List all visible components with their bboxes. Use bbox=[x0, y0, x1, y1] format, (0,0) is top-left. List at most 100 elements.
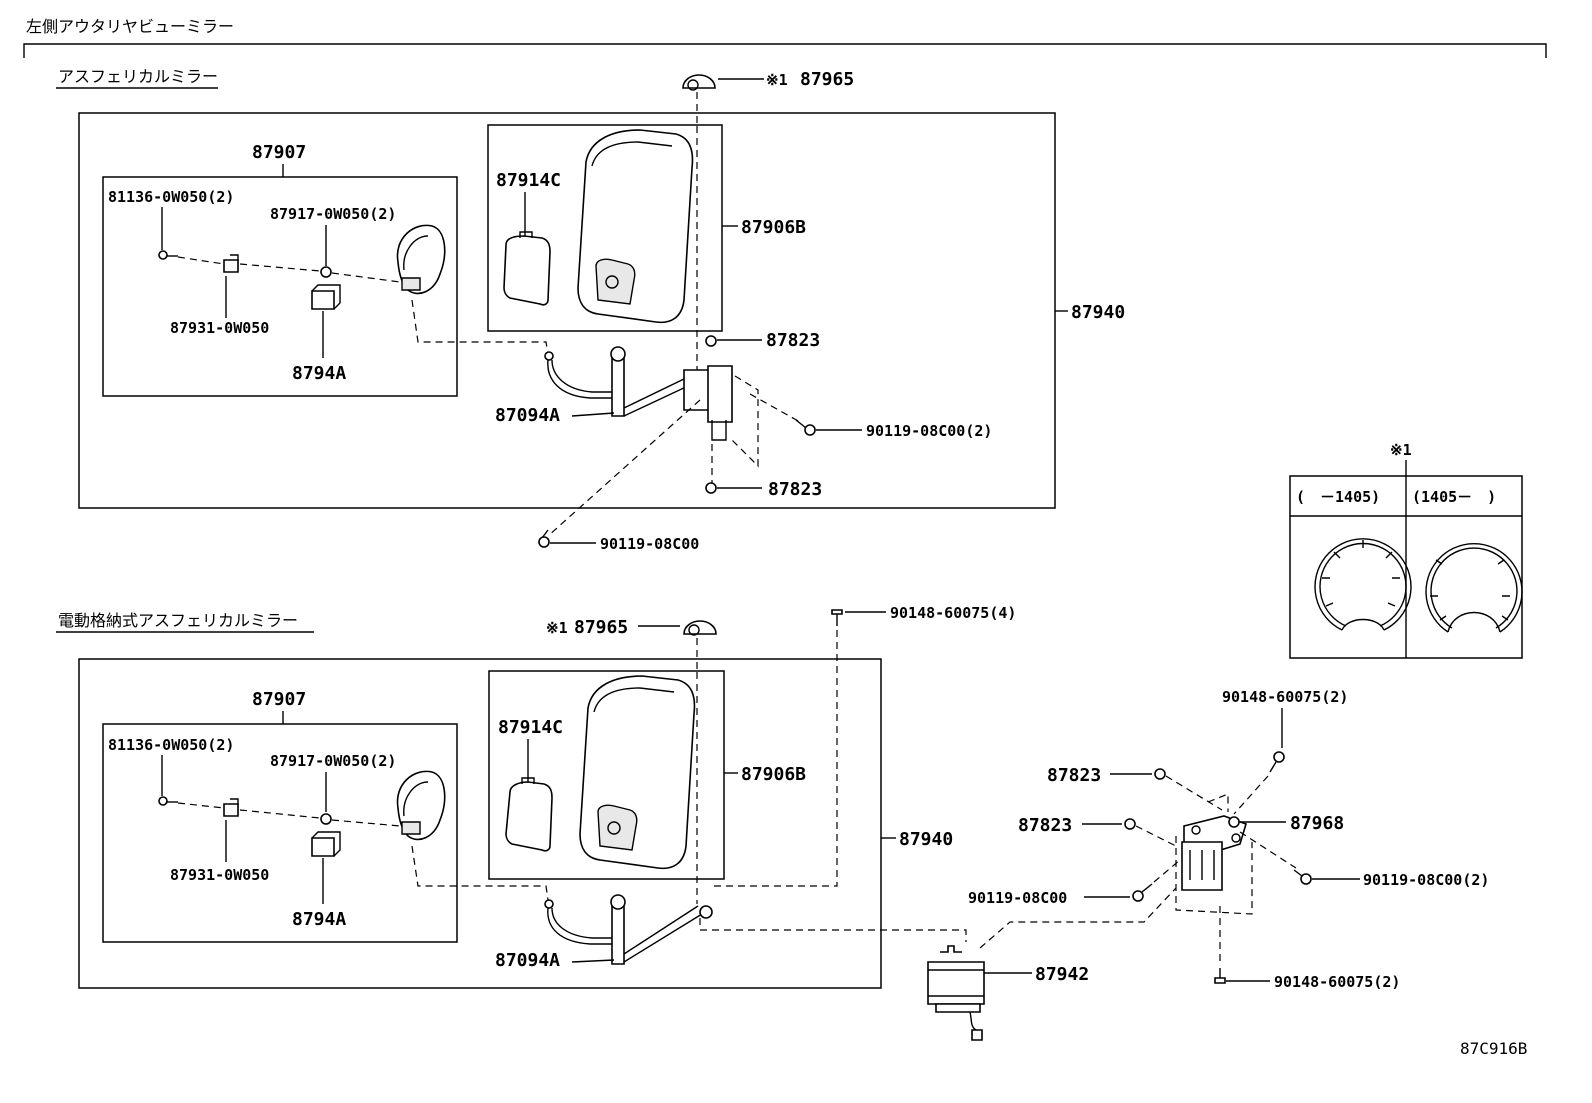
mirror-cap-mark: ※1 bbox=[546, 619, 568, 637]
part-label-assy[interactable]: 87940 bbox=[1071, 302, 1125, 323]
part-label-stay[interactable]: 87094A bbox=[495, 405, 560, 426]
small-mirror-part[interactable] bbox=[396, 224, 446, 295]
diagram-code: 87C916B bbox=[1460, 1039, 1527, 1058]
screw-part[interactable] bbox=[158, 796, 178, 806]
bracket-hole bbox=[1228, 816, 1240, 828]
small-bracket-part[interactable] bbox=[223, 798, 239, 817]
cover-part[interactable] bbox=[503, 231, 551, 306]
guide-line bbox=[411, 845, 549, 901]
retractor-group: 90148-60075(2) 87823 87823 87968 90119-0… bbox=[927, 688, 1489, 1041]
part-label-stay[interactable]: 87094A bbox=[495, 950, 560, 971]
section-aspherical: アスフェリカルミラー ※1 87965 87940 87907 81136-0W… bbox=[56, 67, 1125, 553]
bolt-right-part[interactable] bbox=[1293, 869, 1312, 885]
part-label-washer-top[interactable]: 87823 bbox=[766, 330, 820, 351]
mirror-frame bbox=[487, 124, 723, 332]
note-table: ※1 ( －1405) (1405－ ) bbox=[1289, 441, 1523, 659]
part-label-mirror-cap[interactable]: 87965 bbox=[574, 617, 628, 638]
part-label-bolt-right[interactable]: 90119-08C00(2) bbox=[1363, 871, 1489, 889]
part-label-subassy[interactable]: 87907 bbox=[252, 142, 306, 163]
nut-part[interactable] bbox=[320, 266, 332, 278]
washer-top-part[interactable] bbox=[705, 335, 717, 347]
part-label-bolt-left[interactable]: 90119-08C00 bbox=[968, 889, 1067, 907]
part-label-assy[interactable]: 87940 bbox=[899, 829, 953, 850]
bracket-part[interactable] bbox=[311, 284, 341, 310]
part-label-mirror-cap[interactable]: 87965 bbox=[800, 69, 854, 90]
washer-b-part[interactable] bbox=[1124, 818, 1136, 830]
bolt-left-part[interactable] bbox=[1132, 883, 1153, 902]
guide-line bbox=[239, 263, 321, 272]
mirror-glass-part[interactable] bbox=[577, 129, 694, 324]
small-mirror-part[interactable] bbox=[396, 770, 446, 841]
guide-line bbox=[331, 819, 401, 827]
bolt-right-part[interactable] bbox=[795, 419, 816, 436]
washer-a-part[interactable] bbox=[1154, 768, 1166, 780]
part-label-bracket-small[interactable]: 87931-0W050 bbox=[170, 319, 269, 337]
part-label-bracket[interactable]: 8794A bbox=[292, 909, 346, 930]
part-label-bracket-small[interactable]: 87931-0W050 bbox=[170, 866, 269, 884]
cover-part[interactable] bbox=[505, 777, 553, 852]
subassy-frame bbox=[102, 176, 458, 397]
screw-part[interactable] bbox=[158, 250, 178, 260]
cap-variant-2 bbox=[1425, 543, 1523, 633]
section-power-fold: 電動格納式アスフェリカルミラー ※1 87965 90148-60075(4) … bbox=[56, 604, 1016, 989]
guide-line bbox=[547, 399, 701, 537]
screw-top-part[interactable] bbox=[1269, 751, 1285, 773]
part-label-nut[interactable]: 87917-0W050(2) bbox=[270, 752, 396, 770]
stay-part[interactable] bbox=[544, 346, 733, 441]
washer-bottom-part[interactable] bbox=[705, 482, 717, 494]
subassy-frame bbox=[102, 723, 458, 943]
part-label-screw[interactable]: 81136-0W050(2) bbox=[108, 736, 234, 754]
part-label-mirror[interactable]: 87906B bbox=[741, 764, 806, 785]
nut-part[interactable] bbox=[320, 813, 332, 825]
part-label-washer-b[interactable]: 87823 bbox=[1018, 815, 1072, 836]
guide-line bbox=[1239, 831, 1297, 869]
guide-line bbox=[1135, 825, 1177, 847]
part-label-nut[interactable]: 87917-0W050(2) bbox=[270, 205, 396, 223]
small-bracket-part[interactable] bbox=[223, 254, 239, 273]
part-label-motor[interactable]: 87942 bbox=[1035, 964, 1089, 985]
part-label-retractor-bracket[interactable]: 87968 bbox=[1290, 813, 1344, 834]
note-col-2: (1405－ ) bbox=[1412, 488, 1496, 506]
mirror-cap-part[interactable] bbox=[682, 74, 716, 91]
guide-line bbox=[331, 272, 401, 283]
guide-line bbox=[1153, 859, 1181, 883]
part-label-washer-a[interactable]: 87823 bbox=[1047, 765, 1101, 786]
screw-top-part[interactable] bbox=[831, 609, 843, 626]
section-title-aspherical: アスフェリカルミラー bbox=[58, 67, 218, 86]
part-label-screw-top[interactable]: 90148-60075(2) bbox=[1222, 688, 1348, 706]
bolt-bottom-part[interactable] bbox=[538, 529, 550, 548]
guide-line bbox=[749, 393, 801, 423]
part-label-screw-bottom[interactable]: 90148-60075(2) bbox=[1274, 973, 1400, 991]
part-label-washer-bottom[interactable]: 87823 bbox=[768, 479, 822, 500]
guide-line bbox=[731, 375, 759, 468]
leader-line bbox=[571, 959, 615, 963]
mirror-glass-part[interactable] bbox=[579, 675, 696, 870]
section-title-power-fold: 電動格納式アスフェリカルミラー bbox=[58, 611, 298, 630]
guide-line bbox=[239, 809, 321, 819]
mirror-cap-part[interactable] bbox=[683, 620, 717, 636]
guide-line bbox=[411, 299, 549, 355]
part-label-bracket[interactable]: 8794A bbox=[292, 363, 346, 384]
part-label-cover[interactable]: 87914C bbox=[498, 717, 563, 738]
guide-line bbox=[699, 918, 967, 942]
header-bracket bbox=[23, 43, 1547, 58]
stay-part[interactable] bbox=[544, 894, 713, 965]
screw-bottom-part[interactable] bbox=[1214, 968, 1226, 984]
part-label-screw[interactable]: 81136-0W050(2) bbox=[108, 188, 234, 206]
diagram-title: 左側アウタリヤビューミラー bbox=[26, 17, 234, 36]
guide-line bbox=[979, 887, 1177, 949]
guide-line bbox=[1233, 775, 1269, 815]
part-label-subassy[interactable]: 87907 bbox=[252, 689, 306, 710]
bracket-part[interactable] bbox=[311, 831, 341, 857]
part-label-cover[interactable]: 87914C bbox=[496, 170, 561, 191]
part-label-screw-top[interactable]: 90148-60075(4) bbox=[890, 604, 1016, 622]
motor-part[interactable] bbox=[927, 945, 985, 1041]
leader-line bbox=[571, 412, 615, 417]
guide-line bbox=[177, 256, 225, 265]
part-label-bolt-bottom[interactable]: 90119-08C00 bbox=[600, 535, 699, 553]
part-label-mirror[interactable]: 87906B bbox=[741, 217, 806, 238]
part-label-bolt-right[interactable]: 90119-08C00(2) bbox=[866, 422, 992, 440]
guide-line bbox=[177, 802, 225, 809]
cap-variant-1 bbox=[1314, 538, 1412, 631]
